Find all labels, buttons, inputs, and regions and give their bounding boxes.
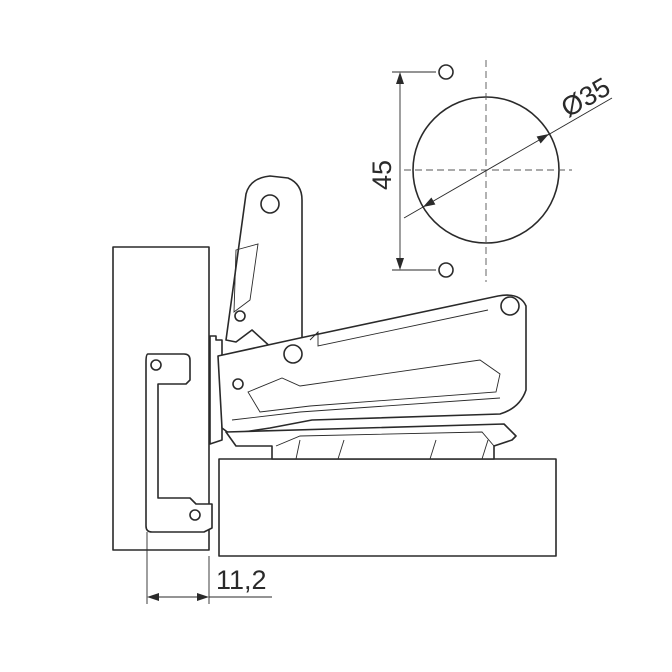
arm-mid-pivot	[283, 344, 303, 364]
upper-link	[225, 175, 303, 351]
dimension-label-diameter: Ø35	[556, 72, 615, 124]
arrow-down	[396, 258, 404, 270]
cup-wall-mid2	[429, 439, 437, 460]
mounting-plate	[145, 353, 213, 533]
arm-rear-rivet	[232, 378, 244, 390]
arm-inner-profile	[247, 359, 501, 413]
upper-link-rivet	[234, 310, 246, 322]
dimension-label-45: 45	[367, 160, 397, 190]
arrow-diameter-2	[423, 197, 436, 207]
arrow-right	[197, 593, 209, 601]
main-arm	[217, 294, 527, 435]
cup-wall-right	[481, 439, 489, 460]
offset-dimension: 11,2	[146, 532, 272, 604]
mounting-hole-bottom	[438, 262, 454, 278]
cup-rim	[275, 431, 495, 447]
plate-screw-bottom	[189, 509, 201, 521]
mounting-hole-top	[438, 64, 454, 80]
main-arm-groove	[309, 309, 489, 347]
cabinet-side-panel	[112, 246, 210, 551]
plate-screw-top	[150, 359, 162, 371]
diameter-leader	[403, 97, 613, 219]
hinge-side-view	[112, 175, 557, 557]
arrow-up	[396, 72, 404, 84]
door-panel	[218, 458, 557, 557]
cup-housing-top	[225, 423, 517, 460]
arrow-left	[147, 593, 159, 601]
upper-link-cutout	[233, 243, 259, 313]
cup-wall-mid	[337, 439, 345, 460]
dimension-label-offset: 11,2	[216, 565, 267, 595]
cup-wall-left	[295, 439, 301, 460]
main-arm-lower-edge	[231, 397, 501, 421]
cup-top-view: 45 Ø35	[367, 60, 615, 282]
arrow-diameter	[536, 134, 549, 144]
upper-link-pivot	[260, 194, 280, 214]
arm-front-pivot	[500, 296, 520, 316]
